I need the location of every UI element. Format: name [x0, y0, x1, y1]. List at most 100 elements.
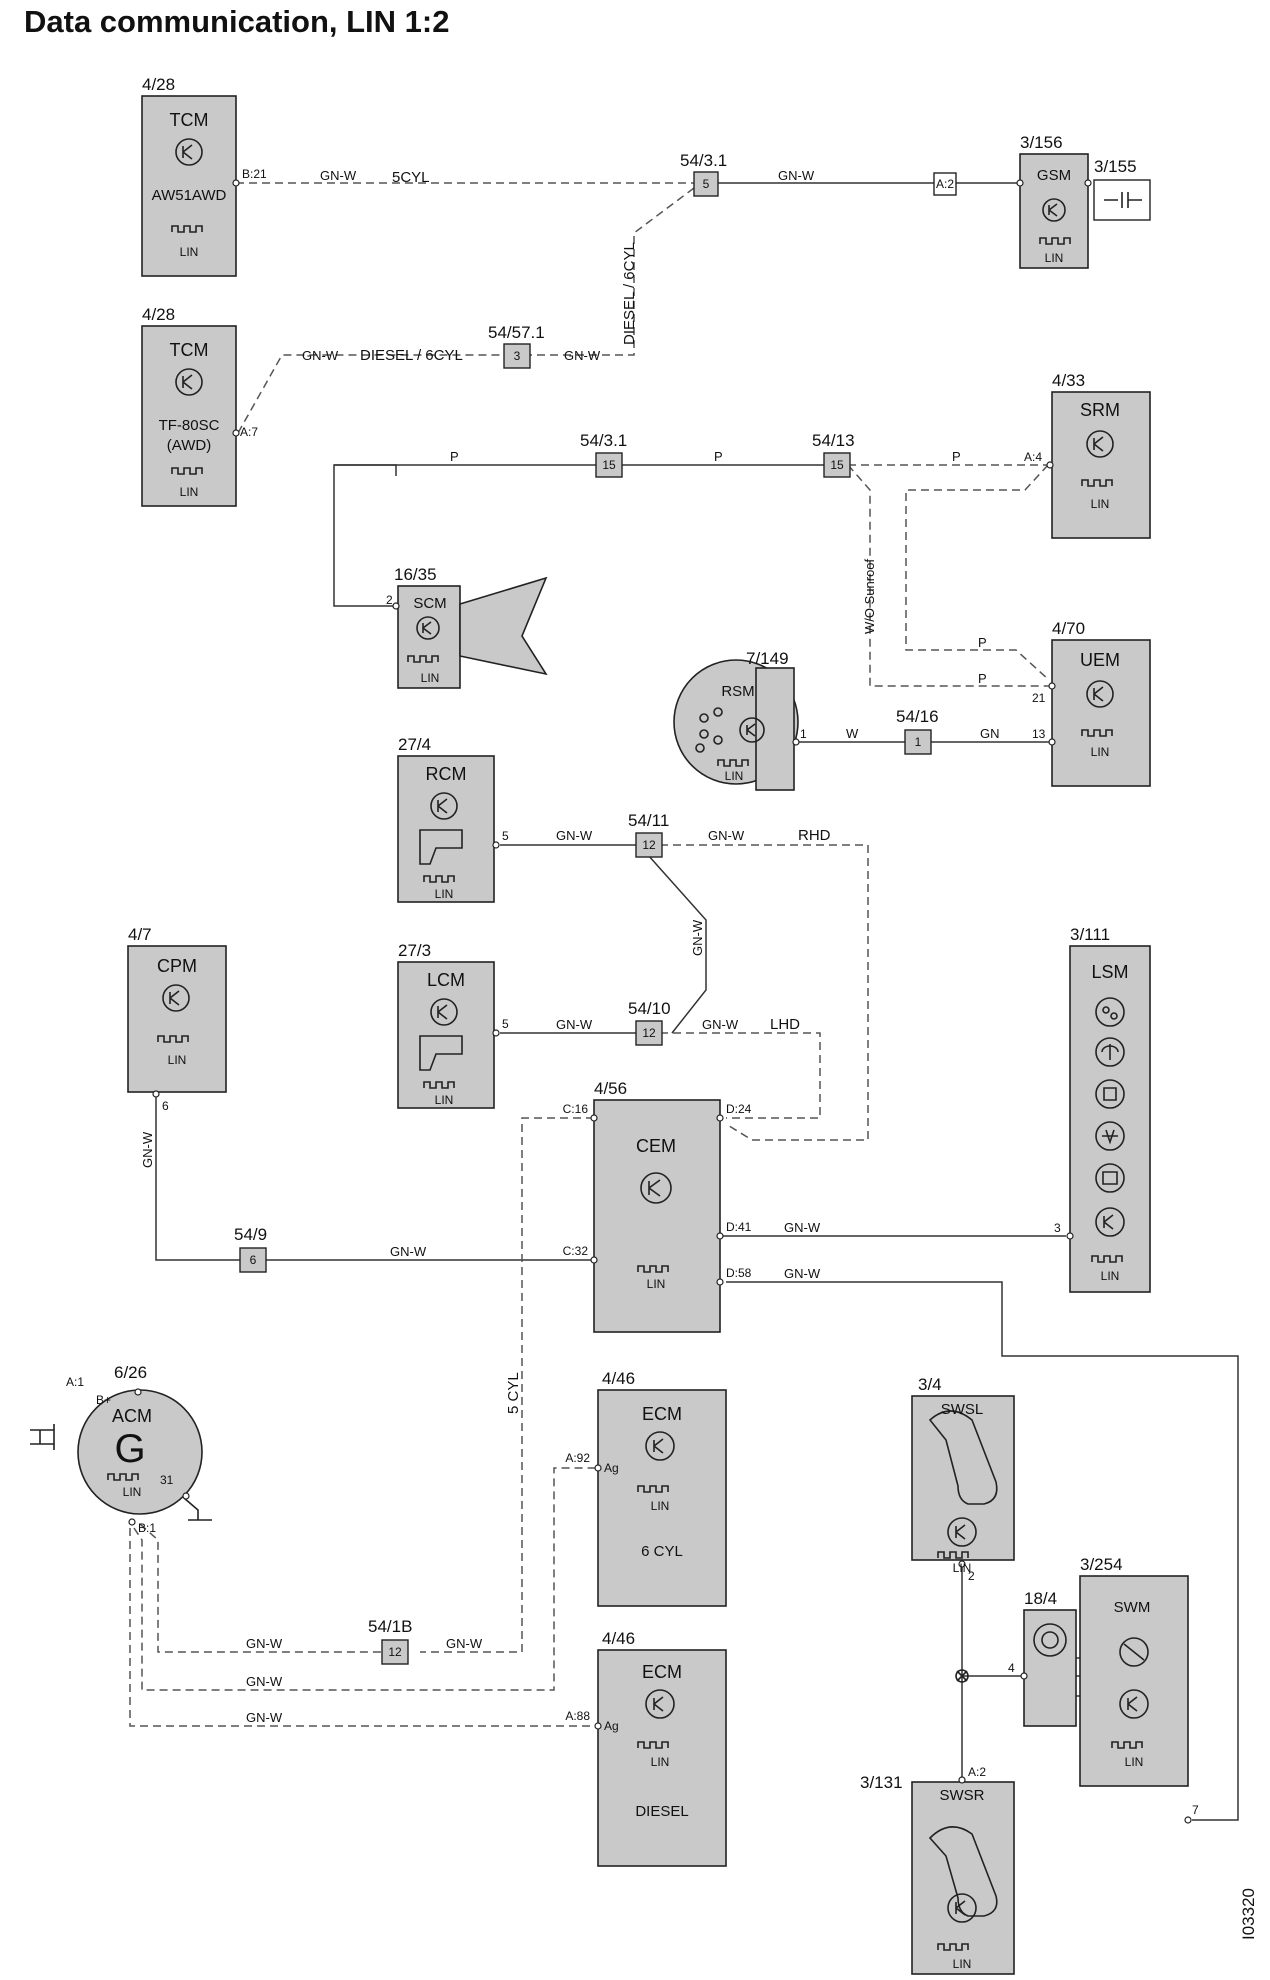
wl-diesel-6cyl-v: DIESEL / 6CYL	[621, 242, 638, 345]
wl-d41: GN-W	[784, 1220, 821, 1235]
connector-54-13	[823, 452, 851, 478]
connector-labels: 54/3.1 5 A:2 54/57.1 3 54/3.1 15 54/13 1…	[234, 151, 954, 1659]
wire-tcm2	[237, 354, 504, 434]
wire-acm-3	[129, 1528, 598, 1727]
pin-lsm-3: 3	[1054, 1221, 1061, 1235]
scm-speaker	[459, 576, 548, 676]
wl-tcm2-c: GN-W	[564, 348, 601, 363]
wire-cpm-v	[155, 1096, 240, 1261]
c54-9-ref: 54/9	[234, 1225, 267, 1244]
connector-54-3-1-b	[595, 452, 623, 478]
lsm-lin: LIN	[1101, 1269, 1120, 1283]
acm-bplus: B+	[96, 1393, 111, 1407]
lcm	[397, 961, 495, 1109]
gsm	[1019, 153, 1089, 269]
components	[77, 95, 1189, 1975]
rsm-lin: LIN	[725, 769, 744, 783]
connector-54-11	[635, 832, 663, 858]
connector-54-16	[904, 729, 932, 755]
pin-uem-21: 21	[1032, 691, 1046, 705]
cpm	[127, 945, 227, 1093]
srm-ref: 4/33	[1052, 371, 1085, 390]
c54-11-ref: 54/11	[628, 811, 669, 830]
pin-labels: B:21 A:7 A:4 2 21 13 1 5 5 6 C:16 D:24 D…	[66, 167, 1199, 1817]
uem	[1051, 639, 1151, 787]
pin-dots	[128, 179, 1192, 1824]
rcm-ref: 27/4	[398, 735, 431, 754]
tcm1-name: TCM	[170, 110, 209, 130]
pin-swsl-2: 2	[968, 1569, 975, 1583]
cem-ref: 4/56	[594, 1079, 627, 1098]
pin-acm-b1: B:1	[138, 1521, 156, 1535]
c54-16-ref: 54/16	[896, 707, 939, 726]
ecm6-name: ECM	[642, 1404, 682, 1424]
scm-lin: LIN	[421, 671, 440, 685]
tcm1-lin: LIN	[180, 245, 199, 259]
pin-rsm-1: 1	[800, 727, 807, 741]
c54-1b-ref: 54/1B	[368, 1617, 412, 1636]
c54-16-pin: 1	[915, 735, 922, 749]
tcm-aw51awd	[141, 95, 237, 277]
wl-rsm-gn: GN	[980, 726, 1000, 741]
pin-swm-7: 7	[1192, 1803, 1199, 1817]
pin-tcm1-b21: B:21	[242, 167, 267, 181]
module-symbols	[30, 138, 1149, 1951]
ecmd-name: ECM	[642, 1662, 682, 1682]
c54-11-pin: 12	[642, 838, 656, 852]
swsr-ref: 3/131	[860, 1773, 903, 1792]
gsm-ref: 3/156	[1020, 133, 1063, 152]
splice-point	[955, 1669, 969, 1683]
lcm-lin: LIN	[435, 1093, 454, 1107]
lcm-ref: 27/3	[398, 941, 431, 960]
ecm6-lin: LIN	[651, 1499, 670, 1513]
swsl-lin: LIN	[953, 1561, 972, 1575]
wire-rcm-lcm	[647, 854, 707, 1034]
wl-acm1: GN-W	[246, 1636, 283, 1651]
c54-13-pin: 15	[830, 458, 844, 472]
uem-name: UEM	[1080, 650, 1120, 670]
cem	[593, 1099, 721, 1333]
pin-cem-d58: D:58	[726, 1266, 752, 1280]
clock-spring	[1023, 1609, 1077, 1727]
acm-pin31: 31	[160, 1473, 174, 1487]
wl-lcm-b: GN-W	[702, 1017, 739, 1032]
c54-3-1a-pin: 5	[703, 177, 710, 191]
c54-10-ref: 54/10	[628, 999, 671, 1018]
splice-cross	[956, 1670, 968, 1682]
c54-9-pin: 6	[250, 1253, 257, 1267]
srm-lin: LIN	[1091, 497, 1110, 511]
lsm	[1069, 945, 1151, 1293]
rcm	[397, 755, 495, 903]
connector-blocks	[239, 171, 957, 1665]
wl-tcm1-b: 5CYL	[392, 169, 430, 186]
switch-ref: 3/155	[1094, 157, 1137, 176]
pin-swsr-a2: A:2	[968, 1765, 986, 1779]
wl-lhd: LHD	[770, 1016, 800, 1033]
figure-id: I03320	[1239, 1888, 1258, 1940]
connector-54-1b	[381, 1639, 409, 1665]
swm-name: SWM	[1114, 1599, 1151, 1616]
wl-acm1b: GN-W	[446, 1636, 483, 1651]
wl-tcm2-b: DIESEL / 6CYL	[360, 347, 463, 364]
cem-name: CEM	[636, 1136, 676, 1156]
wire-acm-1	[139, 1523, 382, 1653]
cpm-ref: 4/7	[128, 925, 152, 944]
ecm6-ref: 4/46	[602, 1369, 635, 1388]
wire-w-o-sunroof	[847, 464, 1050, 687]
component-labels: 4/28 TCM AW51AWD LIN 4/28 TCM TF-80SC (A…	[96, 75, 1150, 1971]
pin-cem-d24: D:24	[726, 1102, 752, 1116]
tcm2-name: TCM	[170, 340, 209, 360]
wl-acm3: GN-W	[246, 1710, 283, 1725]
pin-srm-a4: A:4	[1024, 450, 1042, 464]
c54-3-1b-pin: 15	[602, 458, 616, 472]
swsr	[911, 1781, 1015, 1975]
rsm-name: RSM	[721, 683, 754, 700]
pin-ecm6-a92: A:92	[565, 1451, 590, 1465]
wl-rcm-b: GN-W	[708, 828, 745, 843]
acm-ref: 6/26	[114, 1363, 147, 1382]
pin-lcm-5: 5	[502, 1017, 509, 1031]
ecm-6cyl	[597, 1389, 727, 1607]
rcm-lin: LIN	[435, 887, 454, 901]
wire-scm-p	[333, 464, 397, 607]
ecmd-sub: DIESEL	[635, 1803, 688, 1820]
